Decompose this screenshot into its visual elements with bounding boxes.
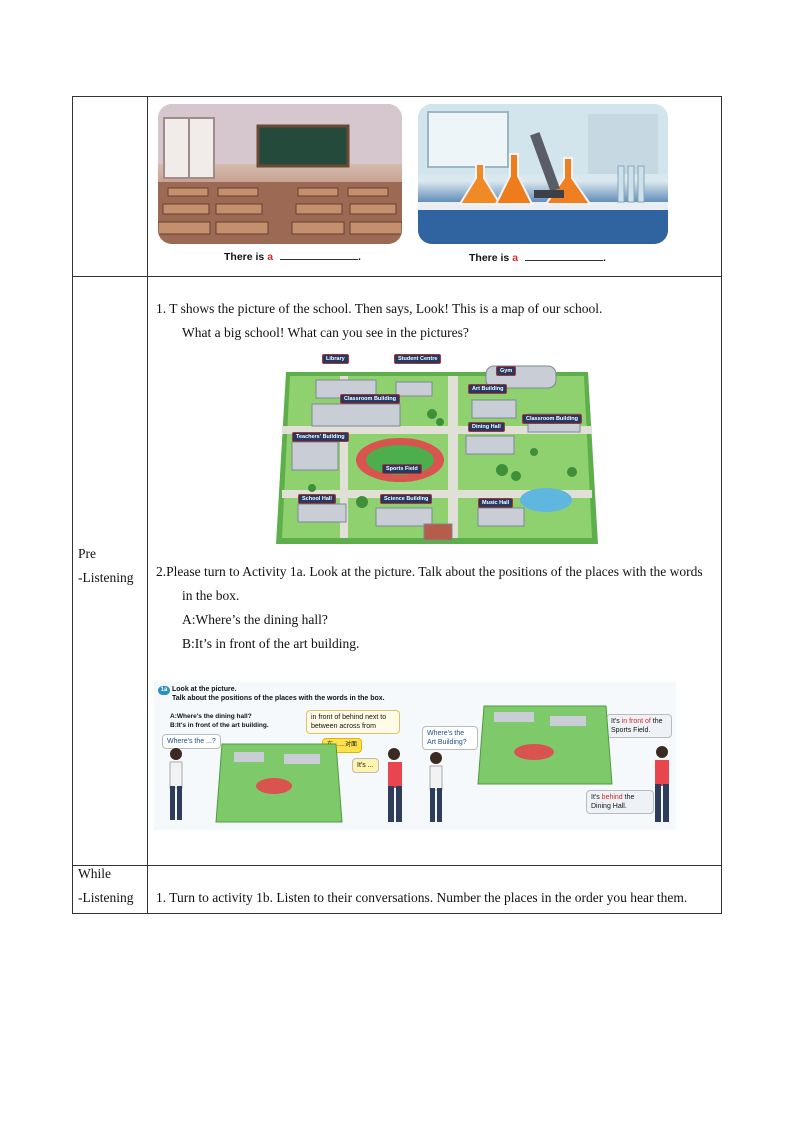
- stage-line: -Listening: [78, 890, 134, 905]
- column-divider: [147, 96, 148, 914]
- step-1-text: 1. T shows the picture of the school. Th…: [156, 301, 603, 316]
- science-lab-picture: [418, 104, 668, 244]
- while-step-1-text: 1. Turn to activity 1b. Listen to their …: [156, 890, 688, 905]
- map-label-teachers-building: Teachers' Building: [292, 432, 349, 442]
- caption-article: a: [512, 252, 519, 264]
- speech-bubble-question: Where's the Art Building?: [422, 726, 478, 750]
- stage-line: Pre: [78, 546, 96, 561]
- caption-period: .: [357, 251, 361, 263]
- row-divider: [72, 276, 722, 277]
- step-2-text: 2.Please turn to Activity 1a. Look at th…: [156, 564, 703, 579]
- activity-title-line: Talk about the positions of the places w…: [172, 695, 385, 702]
- speech-bubble-ask: Where's the ...?: [162, 734, 221, 749]
- word-box: in front of behind next to between acros…: [306, 710, 400, 734]
- example-question: A:Where's the dining hall?: [170, 713, 252, 720]
- word-box-row: between across from: [311, 723, 376, 730]
- speech-bubble-behind: It's behind the Dining Hall.: [586, 790, 654, 814]
- map-label-student-centre: Student Centre: [394, 354, 442, 364]
- example-answer: B:It's in front of the art building.: [170, 722, 269, 729]
- school-map: Library Student Centre Gym Art Building …: [272, 352, 600, 550]
- lab-caption: There is a .: [469, 252, 606, 264]
- activity-1a-picture: 1a Look at the picture. Talk about the p…: [154, 682, 676, 830]
- map-label-music-hall: Music Hall: [478, 498, 514, 508]
- table-border-right: [721, 96, 722, 914]
- map-label-library: Library: [322, 354, 349, 364]
- caption-article: a: [267, 251, 274, 263]
- classroom-caption: There is a .: [224, 251, 361, 263]
- activity-badge: 1a: [158, 686, 170, 695]
- map-label-gym: Gym: [496, 366, 517, 376]
- bubble-text: the Sports Field.: [611, 718, 663, 734]
- bubble-keyword: behind: [601, 794, 623, 801]
- map-label-classroom-building: Classroom Building: [340, 394, 400, 404]
- bubble-text: It's: [611, 718, 622, 725]
- caption-period: .: [602, 252, 606, 264]
- map-label-science-building: Science Building: [380, 494, 433, 504]
- step-2-text-cont: in the box.: [182, 588, 240, 603]
- lesson-table: There is a . There is a . Pre -Listening…: [72, 96, 722, 914]
- stage-line: While: [78, 866, 111, 881]
- table-border-left: [72, 96, 73, 914]
- map-label-school-hall: School Hall: [298, 494, 336, 504]
- dialog-question: A:Where’s the dining hall?: [182, 612, 328, 627]
- stage-line: -Listening: [78, 570, 134, 585]
- row-divider: [72, 865, 722, 866]
- activity-title-line: Look at the picture.: [172, 686, 237, 693]
- caption-text: There is: [224, 251, 265, 263]
- speech-bubble-answer: It's ...: [352, 758, 379, 773]
- answer-blank: [524, 252, 603, 261]
- map-label-art-building: Art Building: [468, 384, 508, 394]
- stage-label-while: While -Listening: [78, 862, 134, 910]
- map-label-classroom-building-2: Classroom Building: [522, 414, 582, 424]
- bubble-text: the Dining Hall.: [591, 794, 635, 810]
- table-border-top: [72, 96, 722, 97]
- answer-blank: [279, 251, 358, 260]
- bubble-keyword: in front of: [621, 718, 651, 725]
- activity-title: Look at the picture. Talk about the posi…: [172, 685, 385, 703]
- dialog-answer: B:It’s in front of the art building.: [182, 636, 360, 651]
- word-box-row: in front of behind next to: [311, 714, 387, 721]
- map-label-sports-field: Sports Field: [382, 464, 422, 474]
- stage-label-pre: Pre -Listening: [78, 542, 134, 590]
- caption-text: There is: [469, 252, 510, 264]
- speech-bubble-in-front: It's in front of the Sports Field.: [606, 714, 672, 738]
- bubble-text: It's: [591, 794, 602, 801]
- activity-example: A:Where's the dining hall? B:It's in fro…: [170, 712, 269, 730]
- table-border-bottom: [72, 913, 722, 914]
- map-label-dining-hall: Dining Hall: [468, 422, 505, 432]
- classroom-picture: [158, 104, 402, 244]
- step-1-text-cont: What a big school! What can you see in t…: [182, 325, 469, 340]
